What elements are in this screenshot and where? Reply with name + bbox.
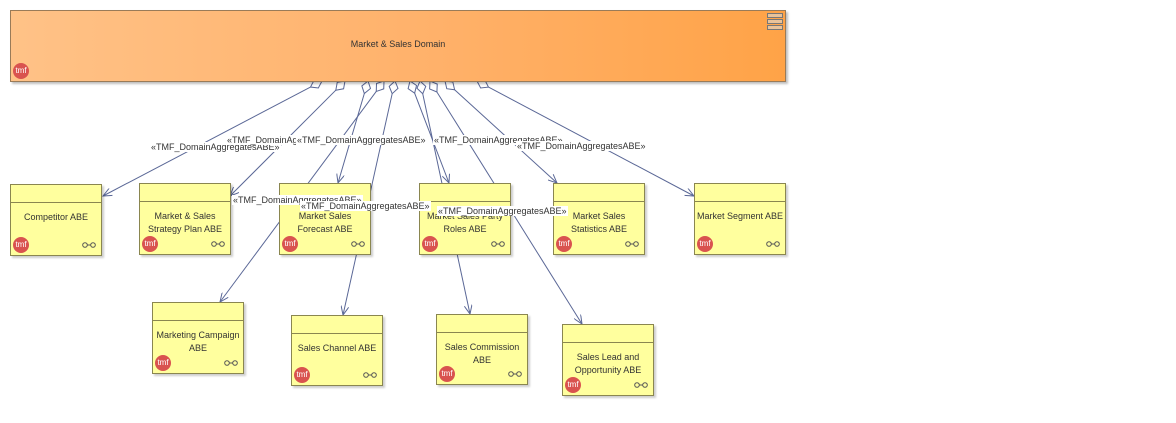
abe-label: Market Sales Forecast ABE — [297, 211, 353, 234]
abe-forecast[interactable]: Market Sales Forecast ABE tmf — [279, 183, 371, 255]
abe-label: Market Sales Party Roles ABE — [426, 211, 504, 234]
connector-label: «TMF_DomainAggregatesABE» — [150, 142, 281, 152]
link-icon — [508, 371, 522, 377]
abe-party-roles[interactable]: Market Sales Party Roles ABE tmf — [419, 183, 511, 255]
abe-competitor[interactable]: Competitor ABE tmf — [10, 184, 102, 256]
abe-label: Marketing Campaign ABE — [156, 330, 240, 353]
connector-label: «TMF_DomainAggregatesABE» — [516, 141, 647, 151]
aggregation-diamond — [361, 80, 372, 95]
connector-label: «TMF_DomainAggregatesABE» — [433, 135, 564, 145]
menu-icon[interactable] — [767, 13, 783, 30]
aggregation-diamond — [429, 80, 438, 93]
link-icon — [211, 241, 225, 247]
tmf-badge-icon: tmf — [565, 377, 581, 393]
abe-label: Market Segment ABE — [696, 211, 784, 221]
tmf-badge-icon: tmf — [142, 236, 158, 252]
tmf-badge-icon: tmf — [13, 237, 29, 253]
abe-channel[interactable]: Sales Channel ABE tmf — [291, 315, 383, 386]
abe-statistics[interactable]: Market Sales Statistics ABE tmf — [553, 183, 645, 255]
aggregation-diamond — [416, 80, 427, 95]
link-icon — [224, 360, 238, 366]
tmf-badge-icon: tmf — [282, 236, 298, 252]
aggregation-connector[interactable] — [103, 86, 311, 196]
aggregation-diamond — [335, 80, 346, 91]
abe-label: Sales Lead and Opportunity ABE — [574, 352, 642, 375]
tmf-badge-icon: tmf — [439, 366, 455, 382]
tmf-badge-icon: tmf — [697, 236, 713, 252]
aggregation-diamond — [375, 80, 385, 93]
market-sales-domain-block[interactable]: Market & Sales Domain tmf — [10, 10, 786, 82]
aggregation-diamond — [388, 80, 399, 95]
abe-commission[interactable]: Sales Commission ABE tmf — [436, 314, 528, 385]
link-icon — [625, 241, 639, 247]
link-icon — [363, 372, 377, 378]
link-icon — [82, 242, 96, 248]
tmf-badge-icon: tmf — [155, 355, 171, 371]
abe-lead[interactable]: Sales Lead and Opportunity ABE tmf — [562, 324, 654, 396]
connector-label: «TMF_DomainAggregatesABE» — [437, 206, 568, 216]
abe-label: Sales Channel ABE — [297, 343, 377, 353]
abe-label: Market Sales Statistics ABE — [570, 211, 628, 234]
abe-label: Competitor ABE — [23, 212, 89, 222]
link-icon — [491, 241, 505, 247]
tmf-badge-icon: tmf — [294, 367, 310, 383]
abe-campaign[interactable]: Marketing Campaign ABE tmf — [152, 302, 244, 374]
abe-label: Sales Commission ABE — [444, 342, 520, 365]
link-icon — [766, 241, 780, 247]
aggregation-diamond — [407, 80, 418, 94]
connector-label: «TMF_DomainAggregatesABE» — [300, 201, 431, 211]
domain-title: Market & Sales Domain — [350, 39, 446, 49]
tmf-badge-icon: tmf — [422, 236, 438, 252]
tmf-badge-icon: tmf — [13, 63, 29, 79]
abe-strategy-plan[interactable]: Market & Sales Strategy Plan ABE tmf — [139, 183, 231, 255]
connector-label: «TMF_DomainAggregatesABE» — [232, 195, 363, 205]
abe-label: Market & Sales Strategy Plan ABE — [147, 211, 223, 234]
link-icon — [634, 382, 648, 388]
connector-label: «TMF_DomainAggregatesABE» — [226, 135, 357, 145]
tmf-badge-icon: tmf — [556, 236, 572, 252]
connector-label: «TMF_DomainAggregatesABE» — [296, 135, 427, 145]
abe-segment[interactable]: Market Segment ABE tmf — [694, 183, 786, 255]
link-icon — [351, 241, 365, 247]
aggregation-diamond — [444, 80, 456, 91]
